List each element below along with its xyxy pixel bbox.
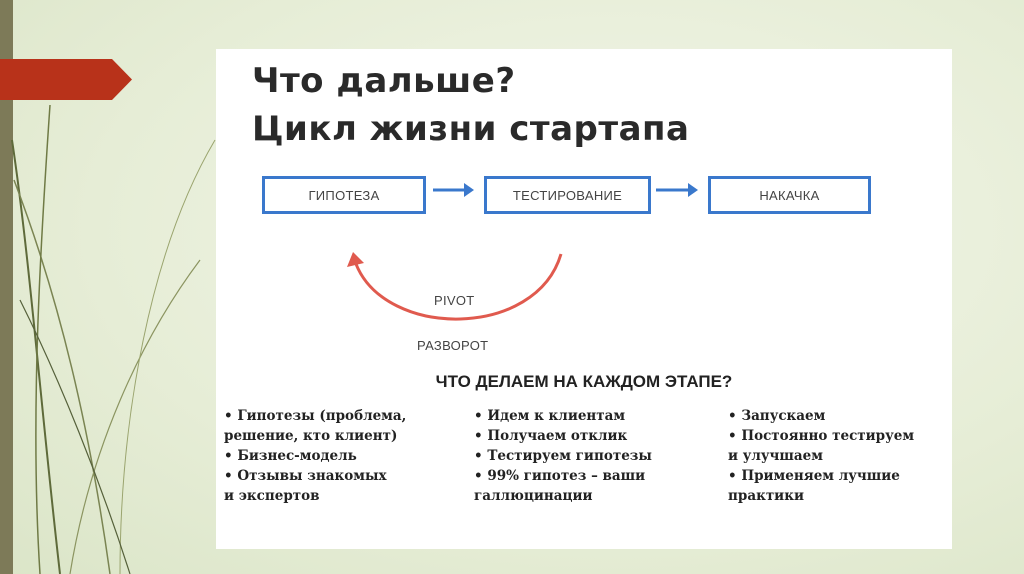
section-question: ЧТО ДЕЛАЕМ НА КАЖДОМ ЭТАПЕ? — [435, 372, 733, 391]
stage-box-hypothesis: ГИПОТЕЗА — [262, 176, 426, 214]
stage-box-testing: ТЕСТИРОВАНИЕ — [484, 176, 651, 214]
arrow-head-1 — [464, 183, 474, 197]
slide-title-line-1: Что дальше? — [252, 61, 516, 101]
list-item: • Применяем лучшие — [728, 468, 900, 484]
stage-label-growth: НАКАЧКА — [759, 187, 820, 203]
flow-arrows — [347, 183, 698, 321]
list-item: • Получаем отклик — [474, 428, 628, 444]
list-item: и экспертов — [224, 488, 320, 504]
list-item: • Идем к клиентам — [474, 408, 626, 424]
list-item: • Отзывы знакомых — [224, 468, 387, 484]
list-item: • Тестируем гипотезы — [474, 448, 652, 464]
list-item: • 99% гипотез – ваши — [474, 468, 646, 484]
slide-content: Что дальше? Цикл жизни стартапа ГИПОТЕЗА… — [216, 49, 952, 549]
left-decor-bar — [0, 0, 13, 574]
pivot-label: PIVOT — [434, 293, 475, 308]
actions-column-testing: • Идем к клиентам • Получаем отклик • Те… — [474, 406, 704, 506]
stage-label-hypothesis: ГИПОТЕЗА — [308, 187, 380, 203]
stage-label-testing: ТЕСТИРОВАНИЕ — [512, 187, 623, 203]
title-pointer-tab — [0, 59, 132, 100]
pivot-label-ru: РАЗВОРОТ — [417, 338, 489, 353]
list-item: • Гипотезы (проблема, — [224, 408, 407, 424]
list-item: и улучшаем — [728, 448, 823, 464]
grass-decoration — [11, 104, 216, 574]
pivot-loop-arrow — [354, 253, 563, 321]
stage-box-growth: НАКАЧКА — [708, 176, 871, 214]
list-item: • Бизнес-модель — [224, 448, 357, 464]
list-item: галлюцинации — [474, 488, 593, 504]
actions-column-growth: • Запускаем • Постоянно тестируем и улуч… — [728, 406, 958, 506]
pivot-loop-arrow-head — [347, 252, 364, 267]
list-item: решение, кто клиент) — [224, 428, 398, 444]
slide-title-line-2: Цикл жизни стартапа — [252, 109, 690, 149]
list-item: • Постоянно тестируем — [728, 428, 915, 444]
arrow-head-2 — [688, 183, 698, 197]
list-item: практики — [728, 488, 804, 504]
list-item: • Запускаем — [728, 408, 826, 424]
actions-column-hypothesis: • Гипотезы (проблема, решение, кто клиен… — [224, 406, 454, 506]
